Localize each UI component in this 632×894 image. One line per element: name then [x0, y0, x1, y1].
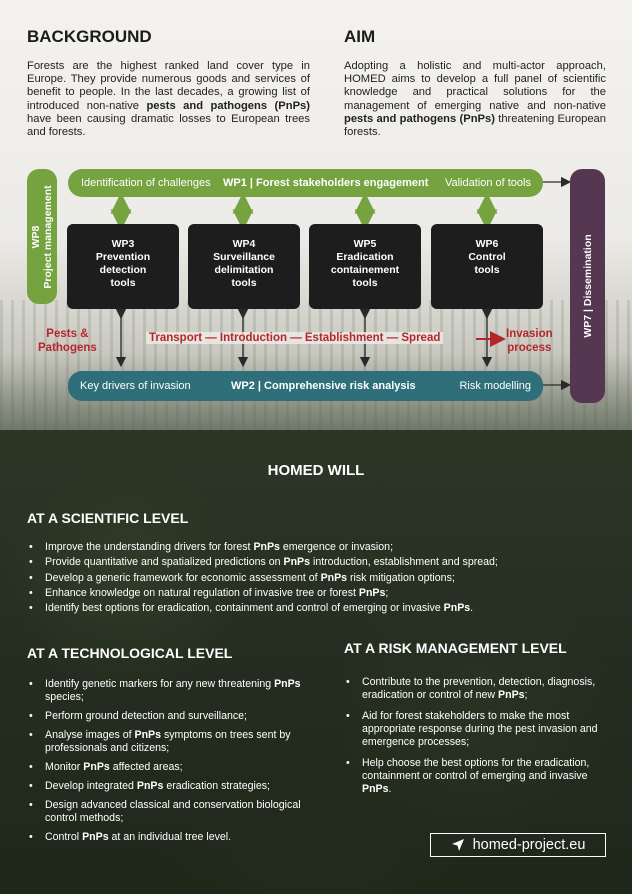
- list-item: Provide quantitative and spatialized pre…: [27, 555, 607, 571]
- wp2-title: WP2 | Comprehensive risk analysis: [231, 380, 416, 392]
- diagram-connectors: [110, 176, 572, 391]
- scientific-level-title: AT A SCIENTIFIC LEVEL: [27, 510, 189, 526]
- list-item: Control PnPs at an individual tree level…: [27, 831, 317, 844]
- wp4-box: WP4 Surveillance delimitation tools: [188, 224, 300, 309]
- list-item: Perform ground detection and surveillanc…: [27, 710, 317, 723]
- wp2-right-label: Risk modelling: [459, 380, 531, 392]
- project-website-label: homed-project.eu: [472, 837, 586, 853]
- wp7-label: WP7 | Dissemination: [581, 234, 594, 338]
- invasion-process-label: Invasion process: [506, 328, 553, 354]
- pests-pathogens-label: Pests & Pathogens: [38, 328, 97, 354]
- wp8-id: WP8: [30, 225, 42, 248]
- risk-management-level-title: AT A RISK MANAGEMENT LEVEL: [344, 640, 567, 656]
- background-title: BACKGROUND: [27, 27, 152, 46]
- wp8-bar: WP8 Project management: [27, 169, 57, 304]
- list-item: Improve the understanding drivers for fo…: [27, 540, 607, 556]
- aim-text: Adopting a holistic and multi-actor appr…: [344, 60, 606, 139]
- wp1-title: WP1 | Forest stakeholders engagement: [223, 177, 429, 189]
- wp6-box: WP6 Control tools: [431, 224, 543, 309]
- wp8-label: Project management: [42, 184, 54, 289]
- list-item: Develop integrated PnPs eradication stra…: [27, 780, 317, 793]
- top-background: [0, 0, 632, 430]
- wp2-left-label: Key drivers of invasion: [80, 380, 191, 392]
- wp7-bar: WP7 | Dissemination: [570, 169, 605, 403]
- list-item: Identify genetic markers for any new thr…: [27, 678, 317, 704]
- background-text: Forests are the highest ranked land cove…: [27, 60, 310, 139]
- wp2-bar: Key drivers of invasion WP2 | Comprehens…: [68, 371, 543, 401]
- wp1-bar: Identification of challenges WP1 | Fores…: [68, 169, 543, 197]
- wp6-id: WP6: [475, 238, 499, 250]
- list-item: Contribute to the prevention, detection,…: [344, 676, 604, 702]
- wp5-box: WP5 Eradication containement tools: [309, 224, 421, 309]
- invasion-flow-label: Transport — Introduction — Establishment…: [146, 332, 444, 344]
- wp1-left-label: Identification of challenges: [81, 177, 211, 189]
- list-item: Develop a generic framework for economic…: [27, 571, 607, 587]
- technological-level-list: Identify genetic markers for any new thr…: [27, 678, 317, 844]
- wp3-id: WP3: [111, 238, 135, 250]
- list-item: Design advanced classical and conservati…: [27, 799, 317, 825]
- list-item: Enhance knowledge on natural regulation …: [27, 586, 607, 602]
- wp1-right-label: Validation of tools: [444, 177, 531, 189]
- risk-management-level-list: Contribute to the prevention, detection,…: [344, 676, 604, 796]
- tree-silhouettes: [0, 300, 632, 430]
- list-item: Aid for forest stakeholders to make the …: [344, 710, 604, 749]
- list-item: Help choose the best options for the era…: [344, 757, 604, 796]
- send-icon: [451, 839, 464, 851]
- homed-will-title: HOMED WILL: [267, 462, 365, 479]
- wp5-id: WP5: [353, 238, 377, 250]
- aim-title: AIM: [344, 27, 376, 46]
- list-item: Identify best options for eradication, c…: [27, 601, 607, 617]
- wp4-id: WP4: [232, 238, 256, 250]
- project-website-link[interactable]: homed-project.eu: [430, 833, 606, 857]
- wp3-box: WP3 Prevention detection tools: [67, 224, 179, 309]
- scientific-level-list: Improve the understanding drivers for fo…: [27, 540, 607, 617]
- list-item: Analyse images of PnPs symptoms on trees…: [27, 729, 317, 755]
- technological-level-title: AT A TECHNOLOGICAL LEVEL: [27, 645, 233, 661]
- list-item: Monitor PnPs affected areas;: [27, 761, 317, 774]
